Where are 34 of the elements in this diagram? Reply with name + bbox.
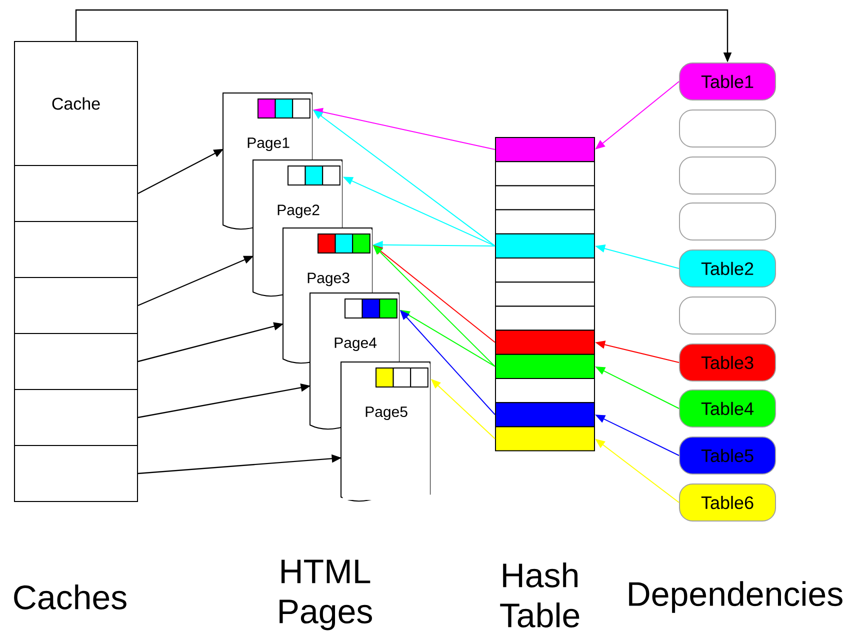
hash-cell (495, 137, 595, 162)
hash-cell (495, 354, 595, 379)
column-heading: Caches (14, 584, 126, 610)
hash-cell (495, 306, 595, 331)
rounded-box: Table1 (679, 62, 776, 100)
rounded-box (679, 156, 776, 194)
hash-cell (495, 161, 595, 186)
rounded-box: Table4 (679, 390, 776, 428)
rounded-box: Table5 (679, 436, 776, 474)
hash-cell (495, 258, 595, 283)
hash-cell (495, 209, 595, 234)
column-heading: Hash Table (500, 562, 580, 628)
rounded-box (679, 202, 776, 240)
page-title: Page5 (342, 364, 430, 500)
rounded-box: Table2 (679, 250, 776, 288)
rounded-box (679, 110, 776, 148)
cache-cell (14, 165, 138, 222)
hash-cell (495, 426, 595, 452)
cache-cell (14, 389, 138, 446)
cache-cell (14, 221, 138, 278)
hash-cell (495, 282, 595, 307)
hash-cell (495, 378, 595, 404)
hash-cell (495, 330, 595, 355)
column-heading: HTML Pages (280, 560, 372, 630)
cache-cell (14, 333, 138, 390)
column-heading: Dependencies (629, 581, 842, 613)
cache-cell (14, 445, 138, 502)
rounded-box: Table6 (679, 484, 776, 522)
rounded-box (679, 296, 776, 334)
rounded-box: Table3 (679, 344, 776, 382)
hash-cell (495, 402, 595, 428)
hash-cell (495, 233, 595, 258)
cache-cell (14, 277, 138, 334)
hash-cell (495, 185, 595, 210)
